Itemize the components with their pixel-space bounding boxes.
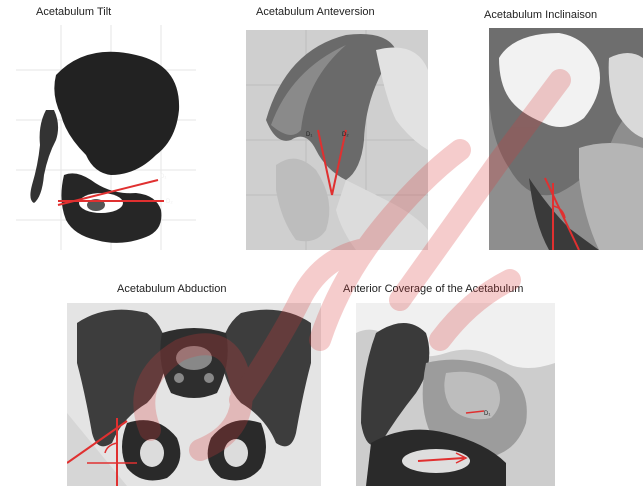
abduction-image — [67, 303, 321, 486]
anteversion-marker-d2: D₂ — [342, 132, 349, 138]
anteversion-marker-d1: D₁ — [306, 132, 312, 138]
panel-title-abduction: Acetabulum Abduction — [117, 283, 226, 295]
panel-title-anterior-coverage: Anterior Coverage of the Acetabulum — [343, 283, 523, 295]
anteversion-image: D₁ D₂ — [246, 30, 428, 250]
coverage-marker-d1: D₁ — [484, 411, 490, 417]
tilt-marker-d2: D₂ — [166, 199, 173, 205]
panel-title-inclinaison: Acetabulum Inclinaison — [484, 9, 597, 21]
tilt-marker-d1: D₁ — [160, 174, 166, 180]
anterior-coverage-image: D₁ — [356, 303, 555, 486]
inclinaison-image — [489, 28, 643, 250]
tilt-image: D₁ D₂ — [16, 25, 196, 250]
panel-title-anteversion: Acetabulum Anteversion — [256, 6, 375, 18]
panel-title-tilt: Acetabulum Tilt — [36, 6, 111, 18]
